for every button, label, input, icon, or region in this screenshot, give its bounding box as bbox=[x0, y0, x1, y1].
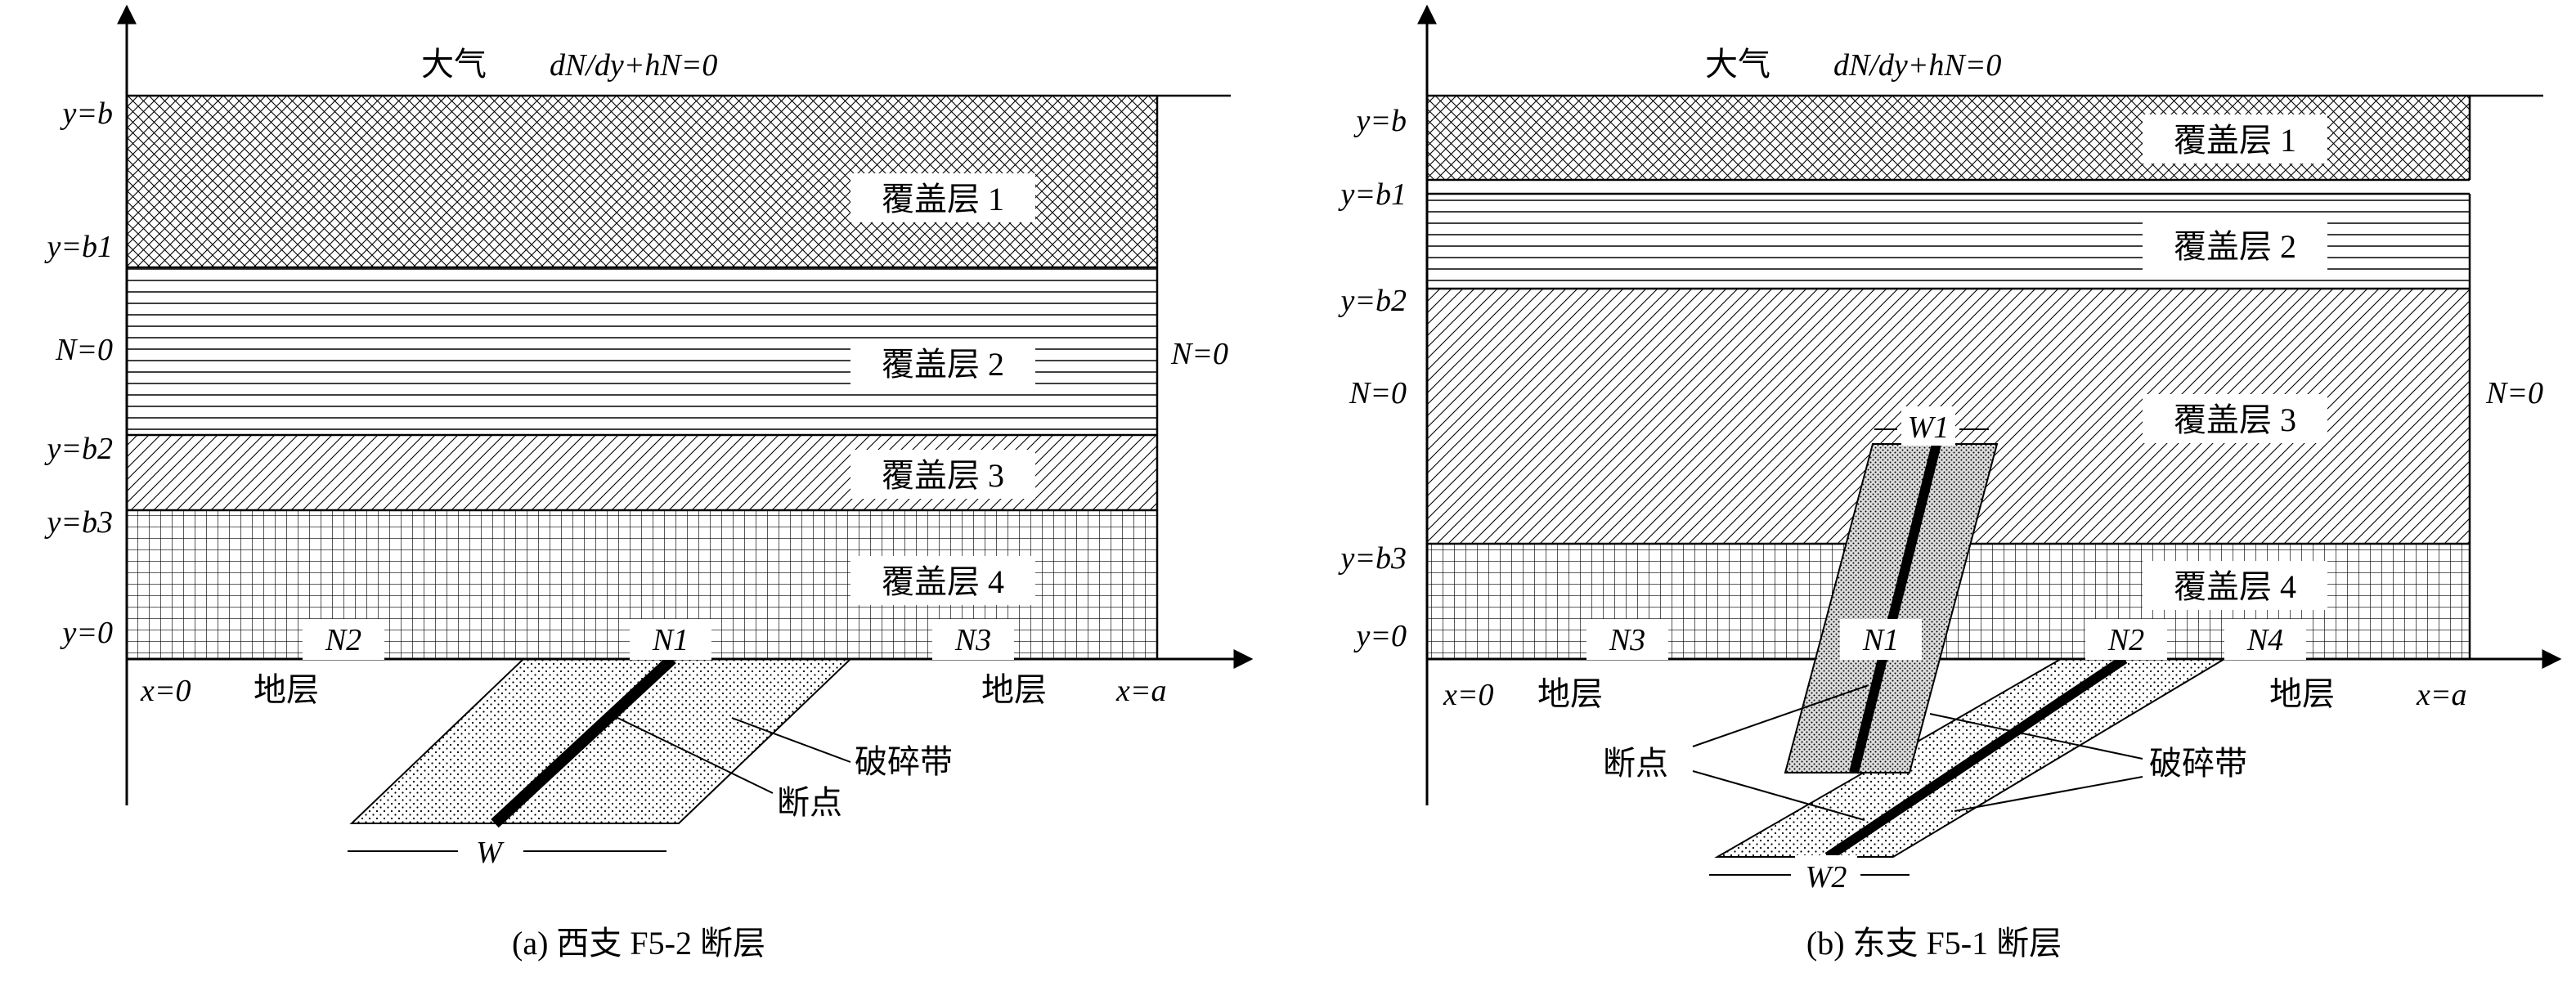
fault-line bbox=[491, 654, 676, 828]
node-n4: N4 bbox=[2246, 623, 2283, 657]
y-label-b3: y=b3 bbox=[43, 505, 113, 540]
y-label-b: y=b bbox=[1353, 104, 1407, 138]
layer-3-label: 覆盖层 3 bbox=[882, 457, 1004, 494]
x-label-a: x=a bbox=[1115, 674, 1167, 708]
y-label-b2: y=b2 bbox=[1337, 284, 1407, 318]
caption-b: (b) 东支 F5-1 断层 bbox=[1806, 925, 2062, 962]
width2-label: W2 bbox=[1806, 860, 1847, 895]
x-label-a: x=a bbox=[2416, 678, 2467, 712]
layer-2-label: 覆盖层 2 bbox=[882, 346, 1004, 383]
layer-1-label: 覆盖层 1 bbox=[882, 181, 1004, 217]
stratum-left-label: 地层 bbox=[254, 671, 319, 708]
left-boundary-condition: N=0 bbox=[55, 333, 113, 367]
break-point-label: 断点 bbox=[1603, 745, 1668, 782]
fracture-zone-label: 破碎带 bbox=[2149, 745, 2247, 782]
top-boundary-condition: dN/dy+hN=0 bbox=[1833, 48, 2001, 83]
atmosphere-label: 大气 bbox=[1705, 46, 1770, 83]
layer-1-label: 覆盖层 1 bbox=[2174, 122, 2296, 159]
right-boundary-condition: N=0 bbox=[2485, 376, 2543, 410]
fracture-zone-label: 破碎带 bbox=[855, 743, 953, 780]
atmosphere-label: 大气 bbox=[421, 46, 487, 83]
node-n2: N2 bbox=[325, 623, 361, 657]
layer-3-label: 覆盖层 3 bbox=[2174, 401, 2296, 438]
x-label-0: x=0 bbox=[140, 674, 191, 708]
width-label: W bbox=[476, 836, 505, 870]
layer-2-label: 覆盖层 2 bbox=[2174, 228, 2296, 265]
node-n3: N3 bbox=[1609, 623, 1645, 657]
y-label-b2: y=b2 bbox=[43, 432, 113, 466]
y-label-0: y=0 bbox=[1353, 619, 1407, 653]
fault-line-1 bbox=[1849, 442, 1941, 774]
stratum-left-label: 地层 bbox=[1537, 675, 1603, 712]
caption-a: (a) 西支 F5-2 断层 bbox=[512, 925, 765, 962]
panel-a: 大气 dN/dy+hN=0 y=b y=b1 N=0 y=b2 y=b3 y=0… bbox=[43, 4, 1254, 962]
width1-label: W1 bbox=[1908, 410, 1950, 445]
node-n3: N3 bbox=[954, 623, 991, 657]
y-label-b1: y=b1 bbox=[1337, 177, 1407, 212]
y-label-0: y=0 bbox=[59, 616, 113, 650]
x-label-0: x=0 bbox=[1443, 678, 1494, 712]
stratum-right-label: 地层 bbox=[981, 671, 1047, 708]
y-label-b3: y=b3 bbox=[1337, 541, 1407, 576]
layer-4-label: 覆盖层 4 bbox=[882, 563, 1004, 600]
y-label-b: y=b bbox=[59, 96, 113, 131]
fracture-zone bbox=[349, 658, 853, 824]
panel-b: 大气 dN/dy+hN=0 y=b y=b1 y=b2 N=0 y=b3 y=0… bbox=[1337, 4, 2562, 962]
left-boundary-condition: N=0 bbox=[1349, 376, 1407, 410]
node-n1: N1 bbox=[652, 623, 689, 657]
fault-line-2 bbox=[1824, 655, 2128, 861]
layer-4-label: 覆盖层 4 bbox=[2174, 568, 2296, 605]
stratum-right-label: 地层 bbox=[2269, 675, 2335, 712]
node-n2: N2 bbox=[2107, 623, 2144, 657]
y-label-b1: y=b1 bbox=[43, 230, 113, 264]
right-boundary-condition: N=0 bbox=[1170, 337, 1228, 371]
top-boundary-condition: dN/dy+hN=0 bbox=[550, 48, 717, 83]
node-n1: N1 bbox=[1862, 623, 1899, 657]
break-point-label: 断点 bbox=[777, 784, 842, 821]
